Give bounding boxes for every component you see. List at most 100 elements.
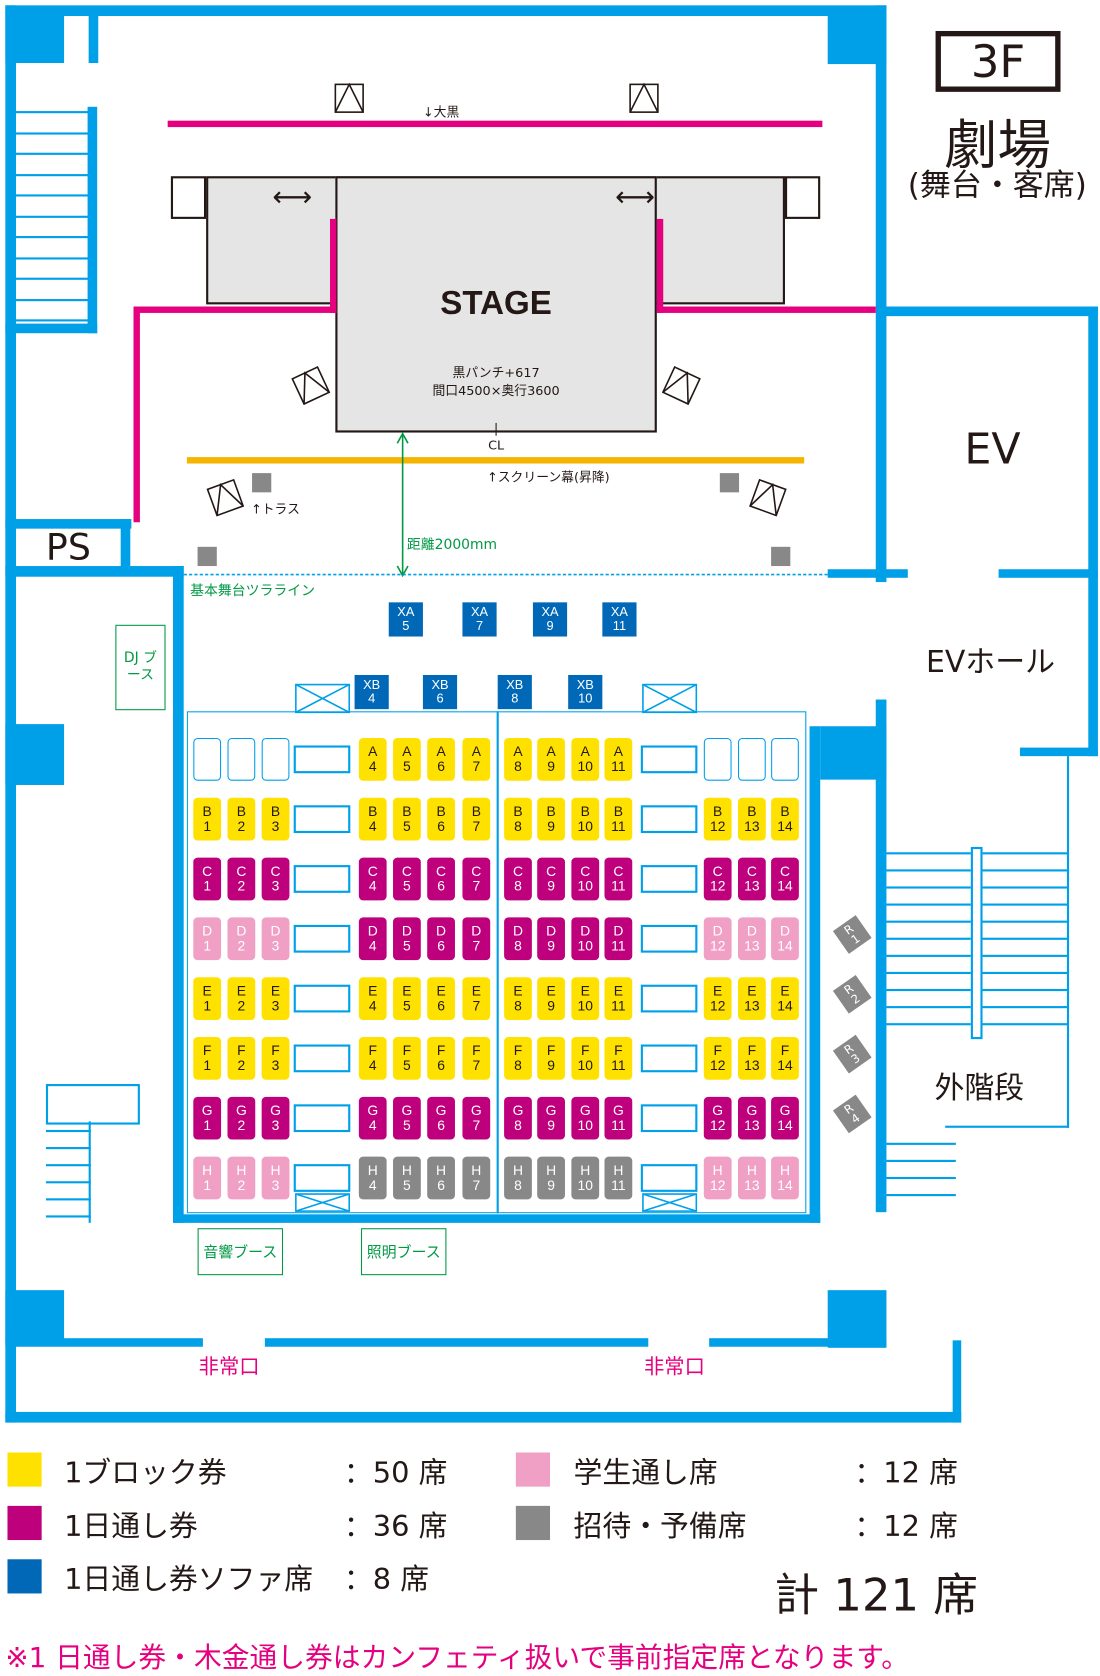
emergency-exit-right[interactable]: 非常口 — [644, 1355, 705, 1379]
emergency-exit-left[interactable]: 非常口 — [198, 1355, 260, 1379]
